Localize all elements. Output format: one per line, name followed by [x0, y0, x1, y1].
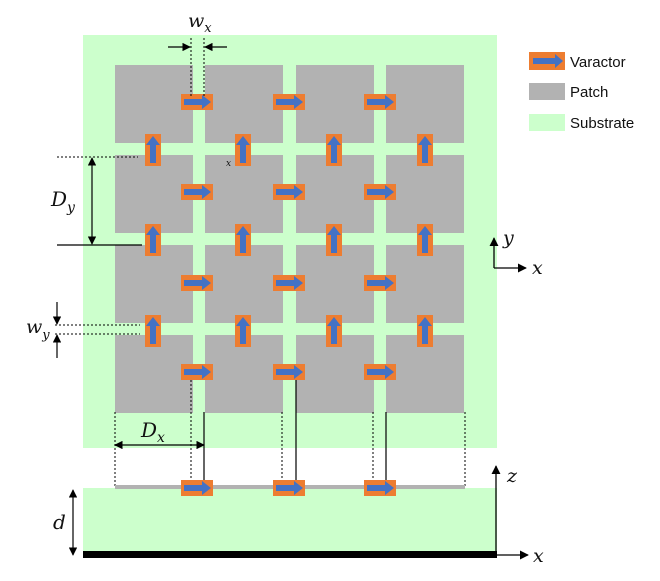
side-varactors [181, 480, 396, 496]
varactor-horizontal [273, 364, 305, 380]
varactor-horizontal [181, 184, 213, 200]
varactor-horizontal [273, 184, 305, 200]
patch [386, 245, 464, 323]
patch [205, 155, 283, 233]
patch [296, 65, 374, 143]
patch [386, 335, 464, 413]
top-axes [489, 237, 527, 273]
patch [296, 155, 374, 233]
patch [115, 335, 193, 413]
varactor-vertical [145, 224, 161, 256]
legend-varactor-label: Varactor [570, 54, 626, 71]
patch [386, 65, 464, 143]
varactor-grid [145, 94, 433, 380]
varactor-vertical [417, 224, 433, 256]
patch-grid [115, 65, 464, 413]
varactor-horizontal [364, 364, 396, 380]
top-axis-x-label: x [532, 257, 543, 279]
varactor-horizontal [181, 275, 213, 291]
varactor-horizontal [273, 94, 305, 110]
legend-patch-swatch [529, 83, 565, 100]
varactor-horizontal [181, 94, 213, 110]
legend: Varactor Patch Substrate [529, 52, 634, 132]
side-axis-x-label: x [533, 545, 544, 567]
varactor-vertical [326, 224, 342, 256]
patch [205, 65, 283, 143]
patch [296, 335, 374, 413]
legend-substrate-swatch [529, 114, 565, 131]
wy-label: wy [26, 316, 50, 343]
varactor-vertical [235, 315, 251, 347]
ground-plane [83, 551, 497, 558]
top-axis-y-label: y [502, 227, 514, 249]
patch [386, 155, 464, 233]
varactor-horizontal [364, 480, 396, 496]
wx-label: wx [188, 10, 212, 36]
small-x-label: x [226, 159, 231, 169]
legend-patch-label: Patch [570, 84, 608, 101]
varactor-horizontal [273, 275, 305, 291]
varactor-horizontal [364, 275, 396, 291]
dy-label: Dy [50, 187, 76, 216]
varactor-vertical [145, 134, 161, 166]
varactor-vertical [417, 134, 433, 166]
varactor-horizontal [181, 480, 213, 496]
patch [205, 245, 283, 323]
legend-substrate-label: Substrate [570, 115, 634, 132]
varactor-horizontal [364, 94, 396, 110]
varactor-vertical [235, 224, 251, 256]
side-axes [491, 465, 529, 560]
varactor-vertical [326, 134, 342, 166]
substrate-side-view [83, 488, 497, 551]
d-label: d [53, 510, 66, 534]
varactor-horizontal [364, 184, 396, 200]
patch [115, 65, 193, 143]
patch [296, 245, 374, 323]
patch [115, 245, 193, 323]
varactor-horizontal [273, 480, 305, 496]
side-axis-z-label: z [506, 465, 518, 487]
varactor-horizontal [181, 364, 213, 380]
varactor-vertical [235, 134, 251, 166]
patch [205, 335, 283, 413]
dx-label: Dx [140, 418, 165, 446]
dimension-lines [52, 38, 466, 488]
varactor-vertical [417, 315, 433, 347]
legend-varactor-swatch [529, 52, 565, 70]
patch [115, 155, 193, 233]
varactor-vertical [145, 315, 161, 347]
varactor-vertical [326, 315, 342, 347]
